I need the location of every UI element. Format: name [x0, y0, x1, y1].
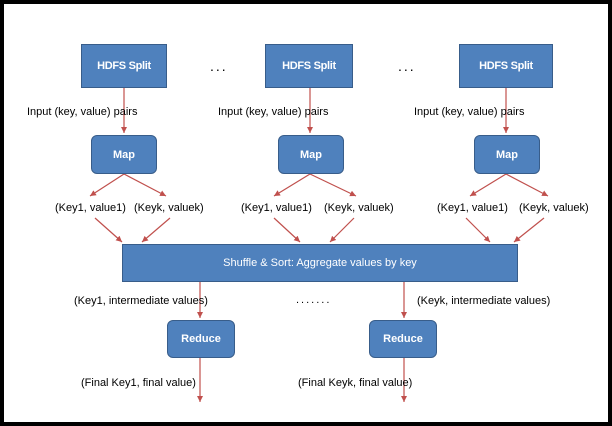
- edge-map3-out2: [505, 173, 549, 197]
- edge-map1-out1: [89, 173, 125, 197]
- input-pairs-label-1: Input (key, value) pairs: [27, 106, 138, 118]
- edge-out1b-shuffle: [141, 217, 171, 243]
- input-pairs-label-2: Input (key, value) pairs: [218, 106, 329, 118]
- map-box-2: Map: [278, 135, 344, 174]
- edge-out2a-shuffle: [273, 217, 301, 243]
- reduce-box-2: Reduce: [369, 320, 437, 358]
- map2-output-keyk: (Keyk, valuek): [324, 202, 394, 214]
- final-label-key1: (Final Key1, final value): [81, 377, 196, 389]
- map3-output-key1: (Key1, value1): [437, 202, 508, 214]
- split-gap-dots-1: ...: [210, 58, 228, 74]
- map-box-3: Map: [474, 135, 540, 174]
- map-box-1: Map: [91, 135, 157, 174]
- intermediate-gap-dots: .......: [296, 294, 332, 306]
- intermediate-label-keyk: (Keyk, intermediate values): [417, 295, 551, 307]
- reduce-box-1: Reduce: [167, 320, 235, 358]
- edge-map3-out1: [469, 173, 507, 197]
- map1-output-key1: (Key1, value1): [55, 202, 126, 214]
- hdfs-split-1: HDFS Split: [81, 44, 167, 88]
- hdfs-split-2: HDFS Split: [265, 44, 353, 88]
- intermediate-label-key1: (Key1, intermediate values): [74, 295, 208, 307]
- map2-output-key1: (Key1, value1): [241, 202, 312, 214]
- final-label-keyk: (Final Keyk, final value): [298, 377, 413, 389]
- edge-map2-out1: [273, 173, 311, 197]
- edge-map1-out2: [123, 173, 167, 197]
- hdfs-split-3: HDFS Split: [459, 44, 553, 88]
- edge-out3b-shuffle: [513, 217, 545, 243]
- split-gap-dots-2: ...: [398, 58, 416, 74]
- edge-out3a-shuffle: [465, 217, 491, 243]
- map1-output-keyk: (Keyk, valuek): [134, 202, 204, 214]
- edge-out2b-shuffle: [329, 217, 355, 243]
- map3-output-keyk: (Keyk, valuek): [519, 202, 589, 214]
- edge-map2-out2: [309, 173, 357, 197]
- shuffle-sort-box: Shuffle & Sort: Aggregate values by key: [122, 244, 518, 282]
- edge-out1a-shuffle: [94, 217, 123, 243]
- edges-layer: [89, 88, 549, 402]
- input-pairs-label-3: Input (key, value) pairs: [414, 106, 525, 118]
